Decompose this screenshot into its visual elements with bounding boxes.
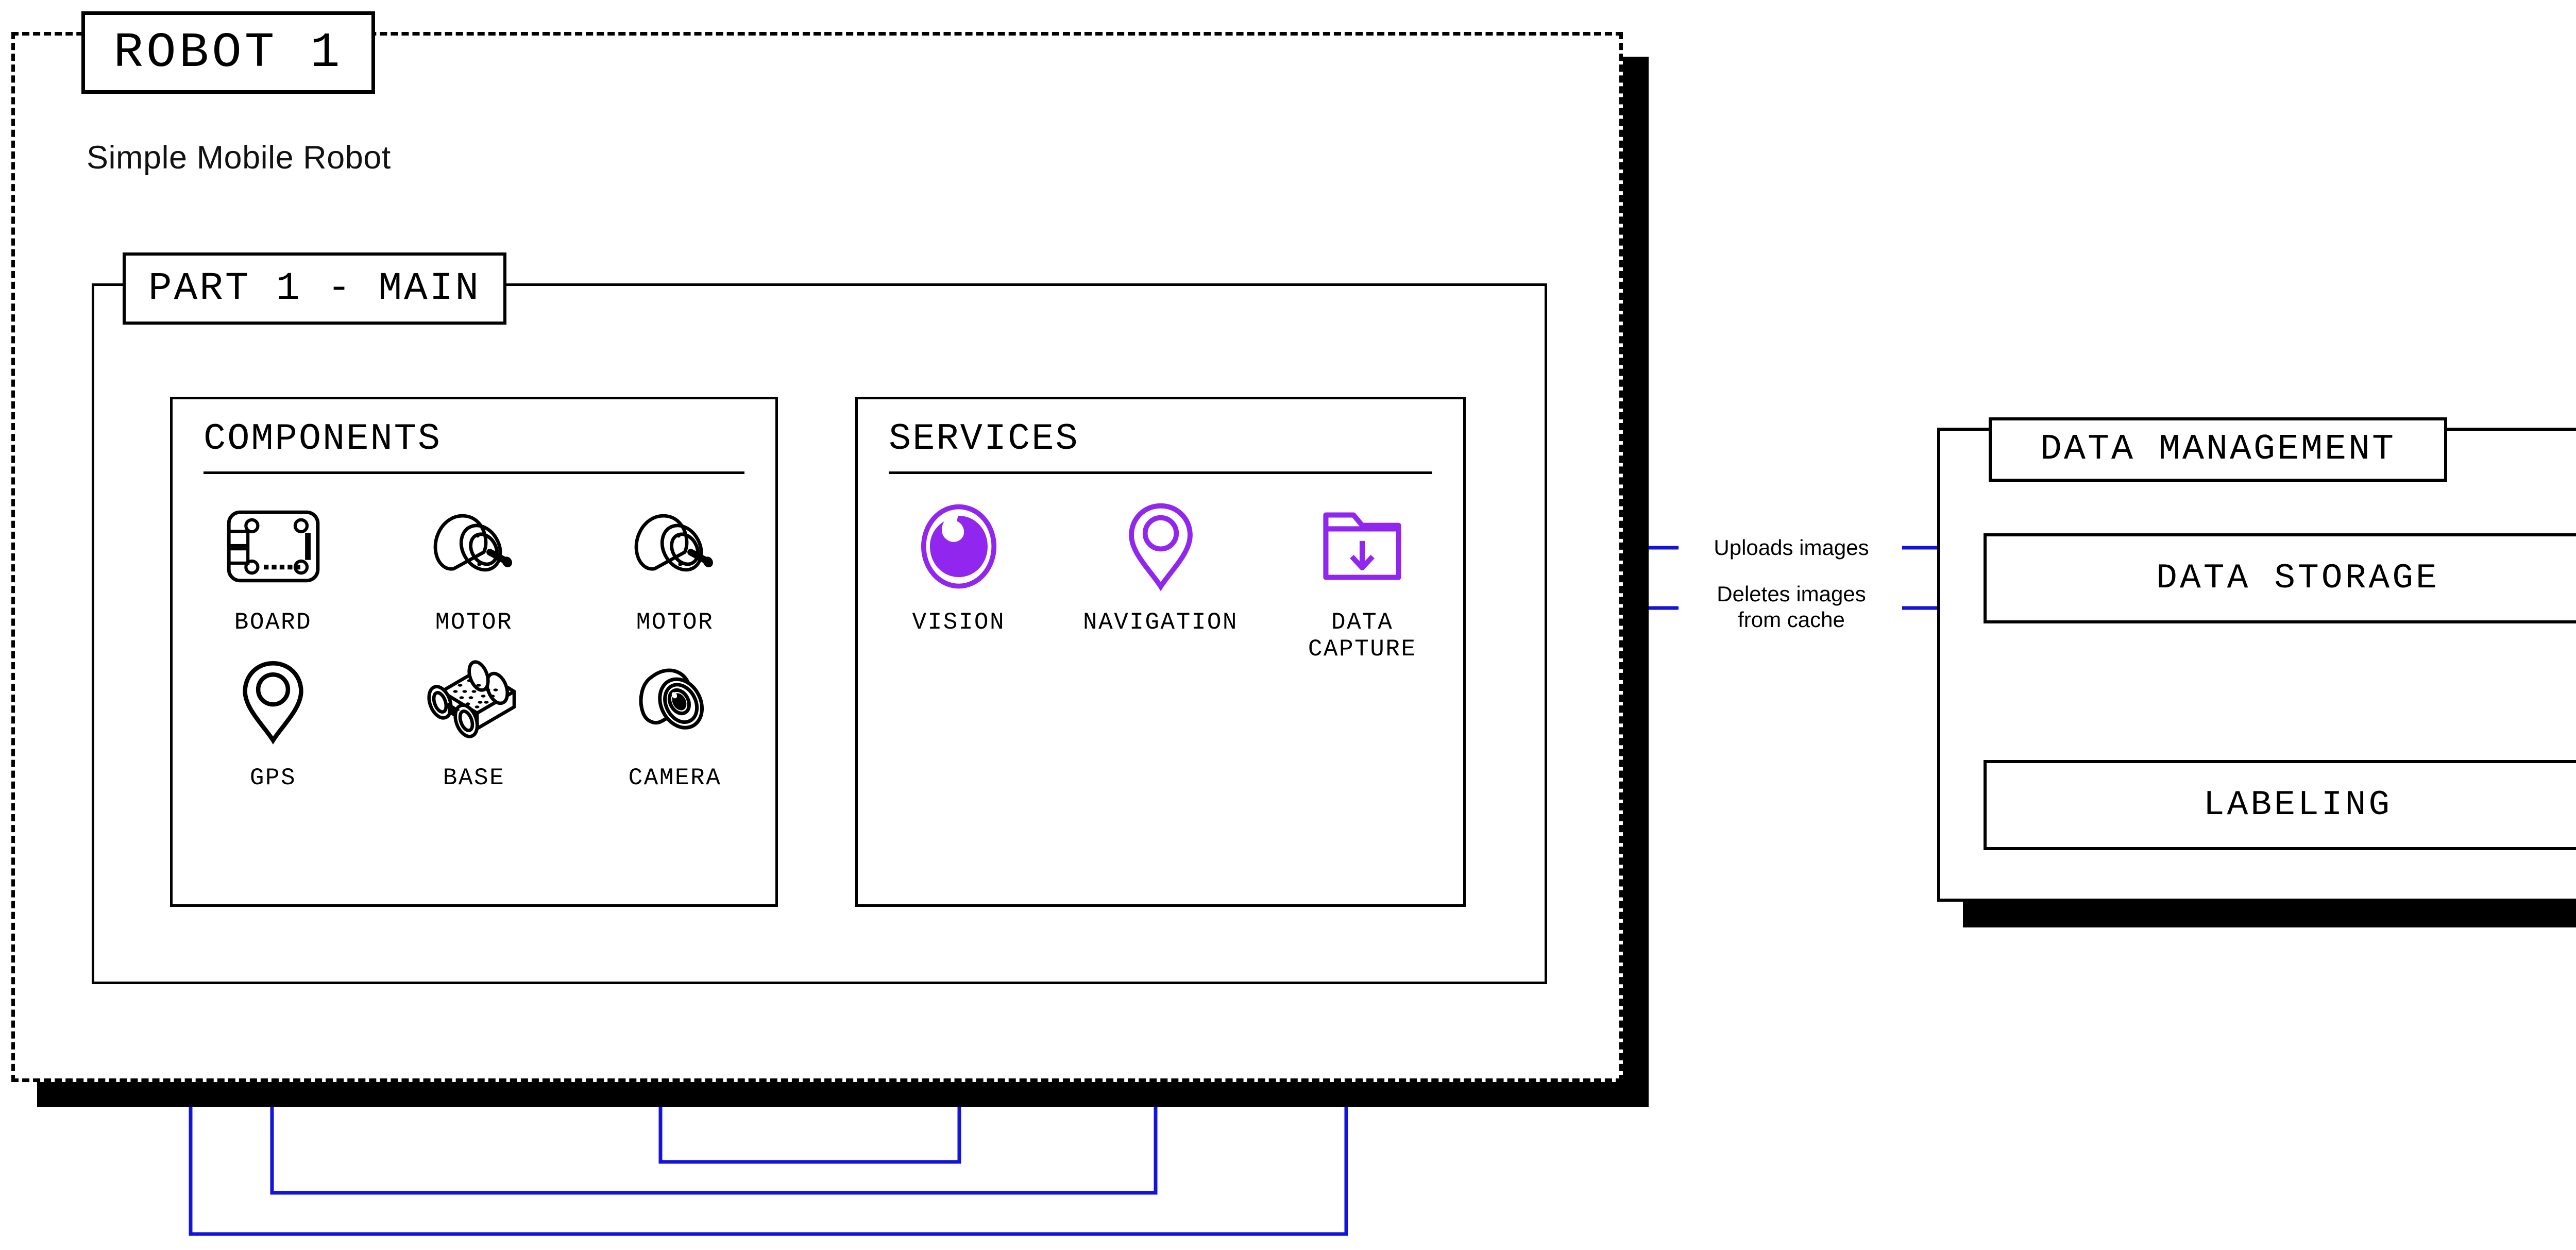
camera-lens-icon	[630, 648, 720, 756]
component-label: CAMERA	[628, 764, 722, 791]
motor-icon	[626, 492, 724, 600]
part1-title: PART 1 - MAIN	[148, 266, 481, 311]
labeling-box[interactable]: LABELING	[1984, 760, 2576, 850]
services-divider	[889, 471, 1432, 474]
motor-icon	[425, 492, 523, 600]
component-base[interactable]: BASE	[374, 648, 574, 792]
robot-title-box: ROBOT 1	[81, 11, 375, 94]
data-management-title-box: DATA MANAGEMENT	[1989, 417, 2447, 482]
deletes-images-label: Deletes images from cache	[1681, 581, 1902, 633]
rover-base-icon	[420, 648, 528, 756]
data-storage-box[interactable]: DATA STORAGE	[1984, 533, 2576, 623]
data-management-title: DATA MANAGEMENT	[2040, 429, 2396, 470]
components-divider	[204, 471, 744, 474]
services-heading: SERVICES	[889, 418, 1079, 460]
service-label: NAVIGATION	[1082, 609, 1239, 636]
components-row-1: BOARD MOTO	[173, 492, 775, 636]
robot-subtitle: Simple Mobile Robot	[87, 140, 391, 176]
part1-title-box: PART 1 - MAIN	[123, 252, 506, 325]
eye-icon	[918, 492, 1000, 600]
service-data-capture[interactable]: DATA CAPTURE	[1261, 492, 1463, 663]
folder-download-icon	[1319, 492, 1405, 600]
component-label: BASE	[443, 764, 505, 791]
service-navigation[interactable]: NAVIGATION	[1060, 492, 1262, 663]
component-gps[interactable]: GPS	[173, 648, 374, 792]
circuit-board-icon	[226, 492, 321, 600]
components-heading: COMPONENTS	[204, 418, 442, 460]
components-card: COMPONENTS	[170, 397, 778, 907]
services-row: VISION NAVIGATION	[858, 492, 1463, 663]
robot-title: ROBOT 1	[113, 24, 343, 81]
components-card-header: COMPONENTS	[204, 418, 744, 474]
component-motor-1[interactable]: MOTOR	[374, 492, 574, 636]
data-storage-label: DATA STORAGE	[2156, 559, 2439, 598]
service-vision[interactable]: VISION	[858, 492, 1060, 663]
service-label: VISION	[912, 609, 1006, 636]
component-board[interactable]: BOARD	[173, 492, 374, 636]
component-label: BOARD	[234, 609, 312, 636]
services-card-header: SERVICES	[889, 418, 1432, 474]
service-label: DATA CAPTURE	[1308, 609, 1417, 663]
component-label: GPS	[249, 764, 297, 791]
uploads-images-label: Uploads images	[1681, 535, 1902, 561]
map-pin-icon	[1122, 492, 1199, 600]
labeling-label: LABELING	[2203, 785, 2393, 825]
components-grid: BOARD MOTO	[173, 492, 775, 791]
services-card: SERVICES VISION	[855, 397, 1466, 907]
components-row-2: GPS	[173, 648, 775, 792]
component-camera[interactable]: CAMERA	[574, 648, 775, 792]
map-pin-icon	[237, 648, 309, 756]
component-motor-2[interactable]: MOTOR	[574, 492, 775, 636]
services-grid: VISION NAVIGATION	[858, 492, 1463, 663]
component-label: MOTOR	[435, 609, 513, 636]
component-label: MOTOR	[636, 609, 714, 636]
